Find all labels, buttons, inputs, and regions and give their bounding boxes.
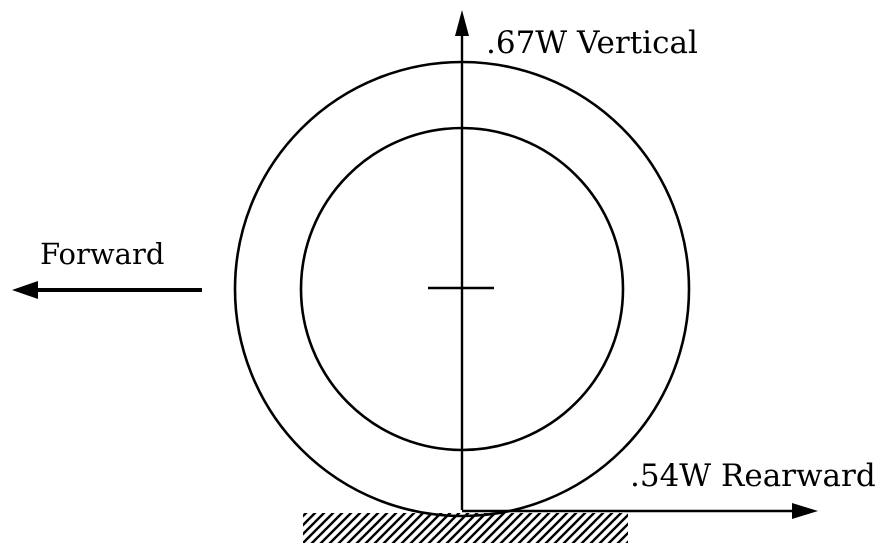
forward-label: Forward	[40, 237, 164, 271]
vertical-force-label: .67W Vertical	[486, 25, 698, 61]
ground-hatch	[303, 513, 628, 543]
rearward-force-label: .54W Rearward	[630, 458, 876, 494]
forward-arrowhead	[12, 281, 38, 299]
rearward-arrowhead	[792, 503, 818, 519]
vertical-arrowhead	[455, 10, 469, 36]
